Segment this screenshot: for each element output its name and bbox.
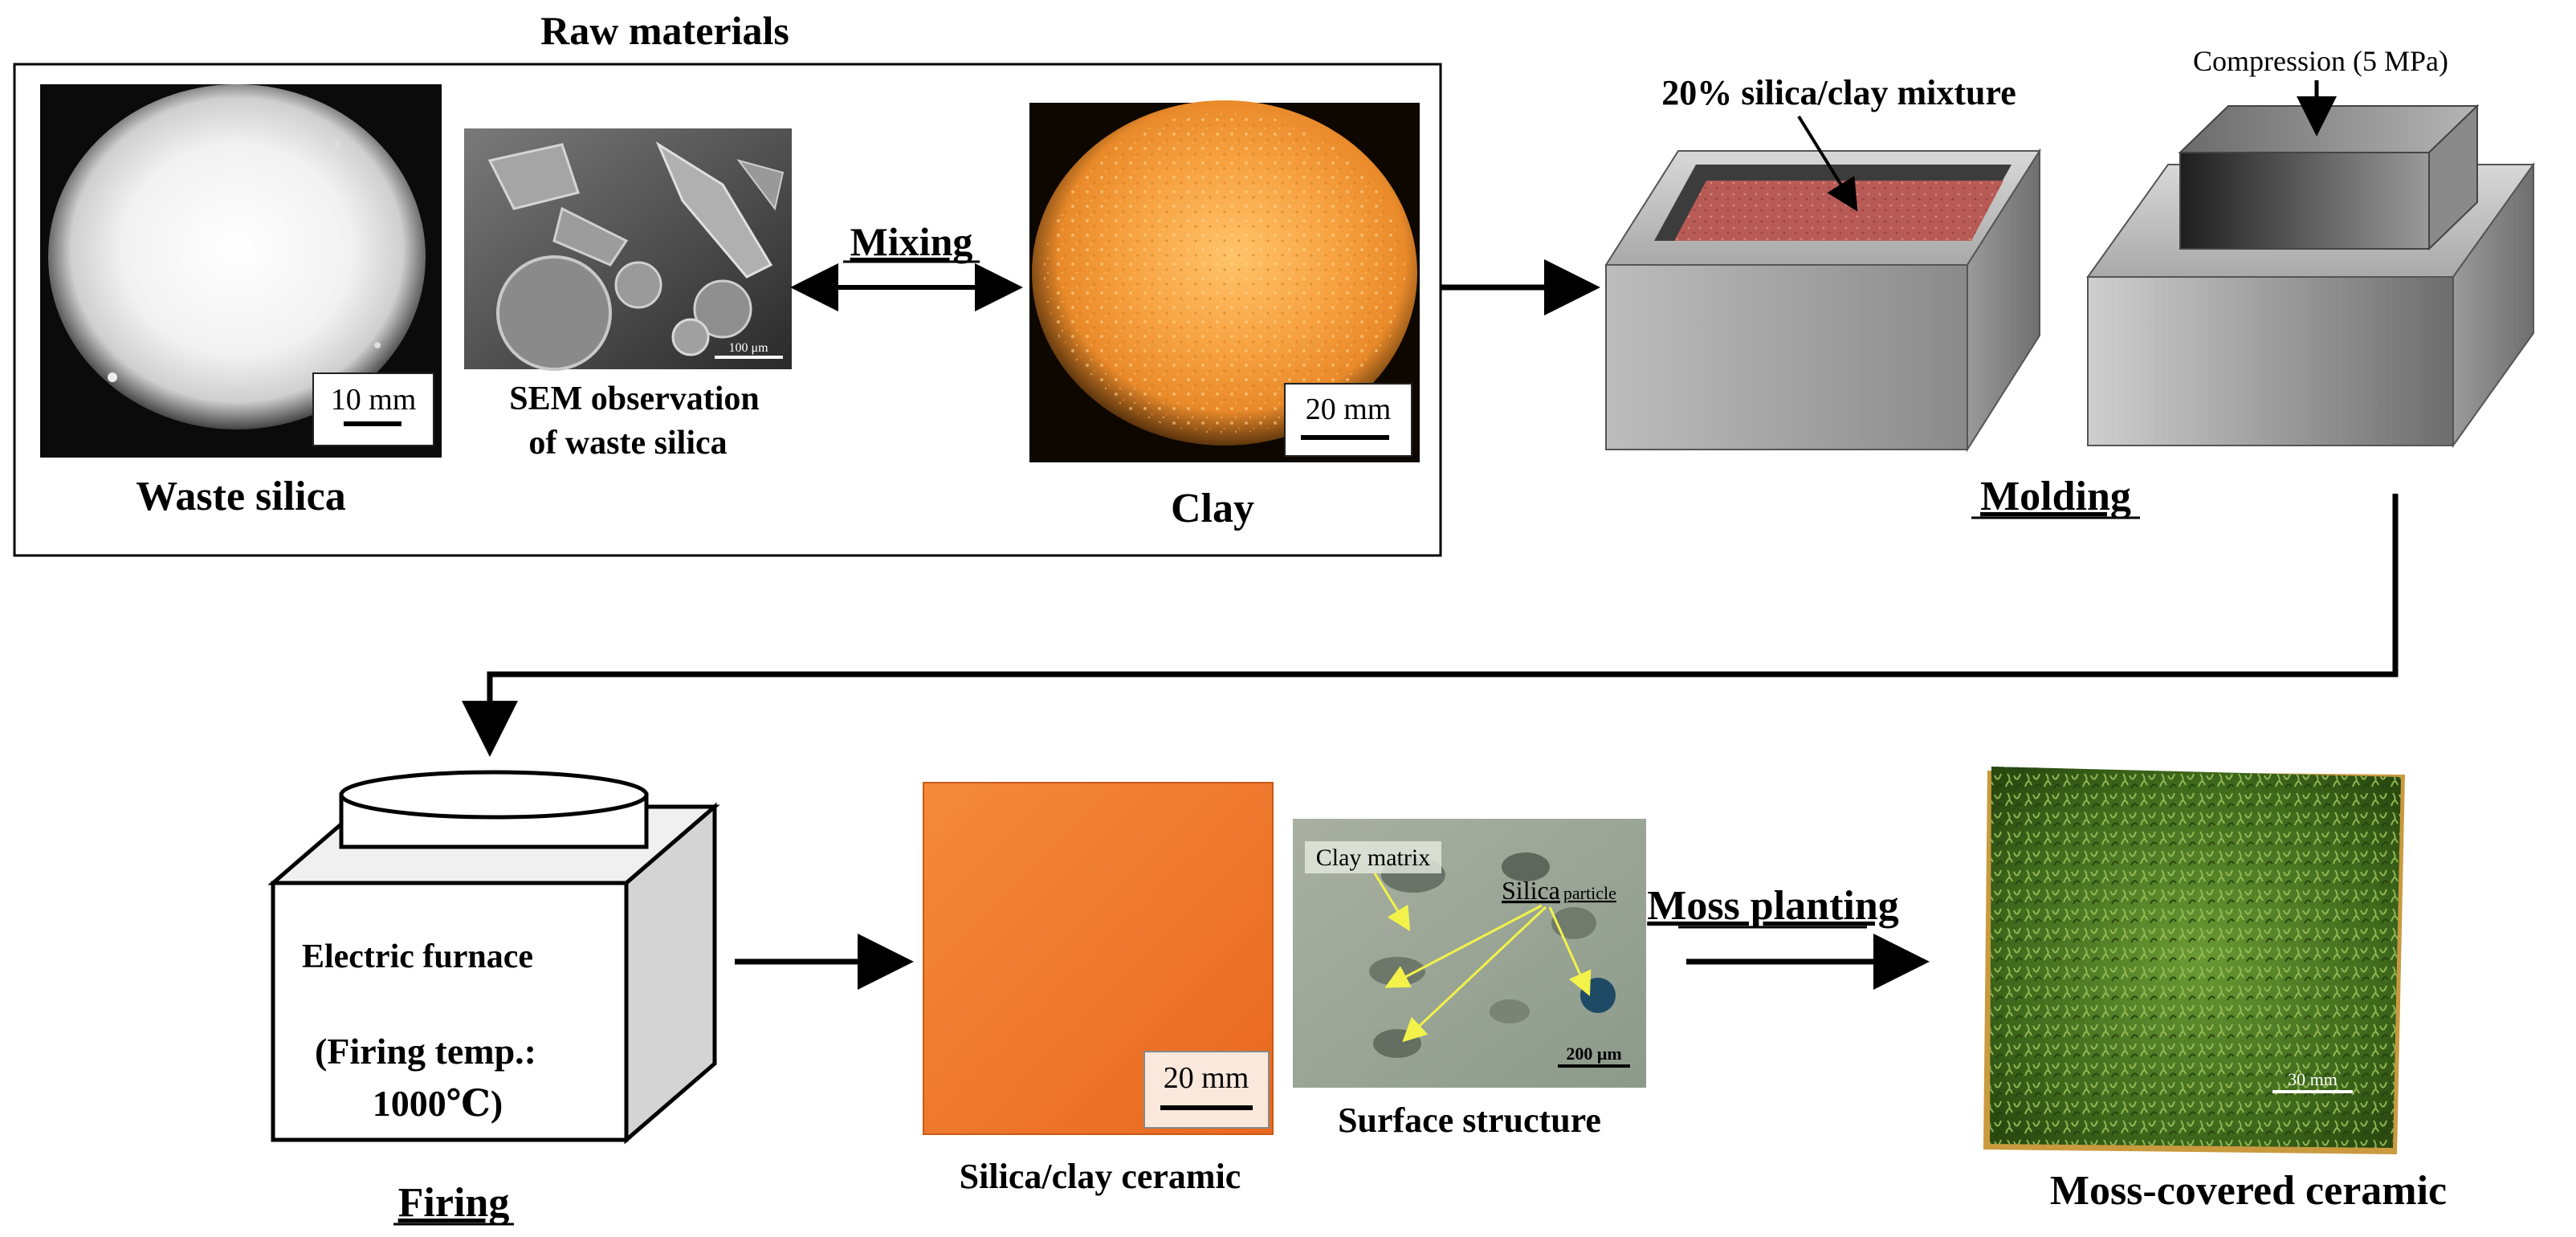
- surface-scale-text: 200 μm: [1566, 1044, 1621, 1064]
- waste-silica-photo: 10 mm: [40, 84, 442, 458]
- moss-planting-label: Moss planting: [1647, 883, 1899, 929]
- waste-silica-label: Waste silica: [136, 474, 345, 519]
- mold-with-press: [2086, 104, 2535, 449]
- compression-label: Compression (5 MPa): [2193, 45, 2448, 77]
- ceramic-photo: 20 mm: [923, 782, 1274, 1135]
- moss-result-label: Moss-covered ceramic: [2050, 1168, 2447, 1214]
- sem-label-line2: of waste silica: [528, 425, 727, 462]
- clay-photo: 20 mm: [1029, 100, 1420, 462]
- clay-matrix-pointer: [1373, 873, 1411, 932]
- silica-particle-sub: particle: [1563, 883, 1616, 903]
- clay-scale-text: 20 mm: [1306, 393, 1392, 426]
- sem-scale-text: 100 μm: [728, 341, 768, 355]
- firing-title: Firing: [398, 1180, 510, 1226]
- silica-pointer-2: [1402, 905, 1547, 1043]
- mixing-label: Mixing: [850, 219, 973, 264]
- silica-pointer-3: [1548, 906, 1592, 996]
- ceramic-scale-text: 20 mm: [1164, 1061, 1249, 1095]
- ceramic-scale-box: [1143, 1051, 1270, 1129]
- clay-matrix-label: Clay matrix: [1316, 844, 1430, 871]
- clay-scale-box: [1284, 383, 1412, 457]
- ceramic-label: Silica/clay ceramic: [960, 1157, 1241, 1196]
- raw-materials-title: Raw materials: [540, 8, 789, 53]
- connector-to-firing: [462, 494, 2399, 757]
- sem-photo: 100 μm: [464, 128, 792, 371]
- mixture-pointer: [1797, 115, 1858, 212]
- clay-label: Clay: [1171, 486, 1254, 531]
- mixture-label: 20% silica/clay mixture: [1661, 73, 2016, 112]
- surface-structure-label: Surface structure: [1338, 1101, 1601, 1140]
- waste-silica-scale-text: 10 mm: [331, 383, 417, 417]
- molding-title: Molding: [1980, 474, 2131, 519]
- clay-matrix-box: [1305, 841, 1441, 873]
- furnace-label-line3: 1000℃): [373, 1083, 503, 1124]
- electric-furnace: [267, 770, 720, 1145]
- moss-scale-text: 30 mm: [2288, 1069, 2338, 1089]
- silica-pointer-1: [1384, 904, 1543, 988]
- furnace-label-line2: (Firing temp.:: [315, 1031, 536, 1072]
- furnace-label-line1: Electric furnace: [302, 938, 533, 975]
- sem-label-line1: SEM observation: [509, 380, 760, 417]
- moss-photo: 30 mm: [1983, 767, 2405, 1154]
- raw-materials-box: [13, 63, 1442, 557]
- waste-silica-scale-box: [312, 372, 434, 446]
- silica-particle-main: Silica: [1502, 876, 1560, 905]
- mold-with-mixture: [1604, 148, 2041, 453]
